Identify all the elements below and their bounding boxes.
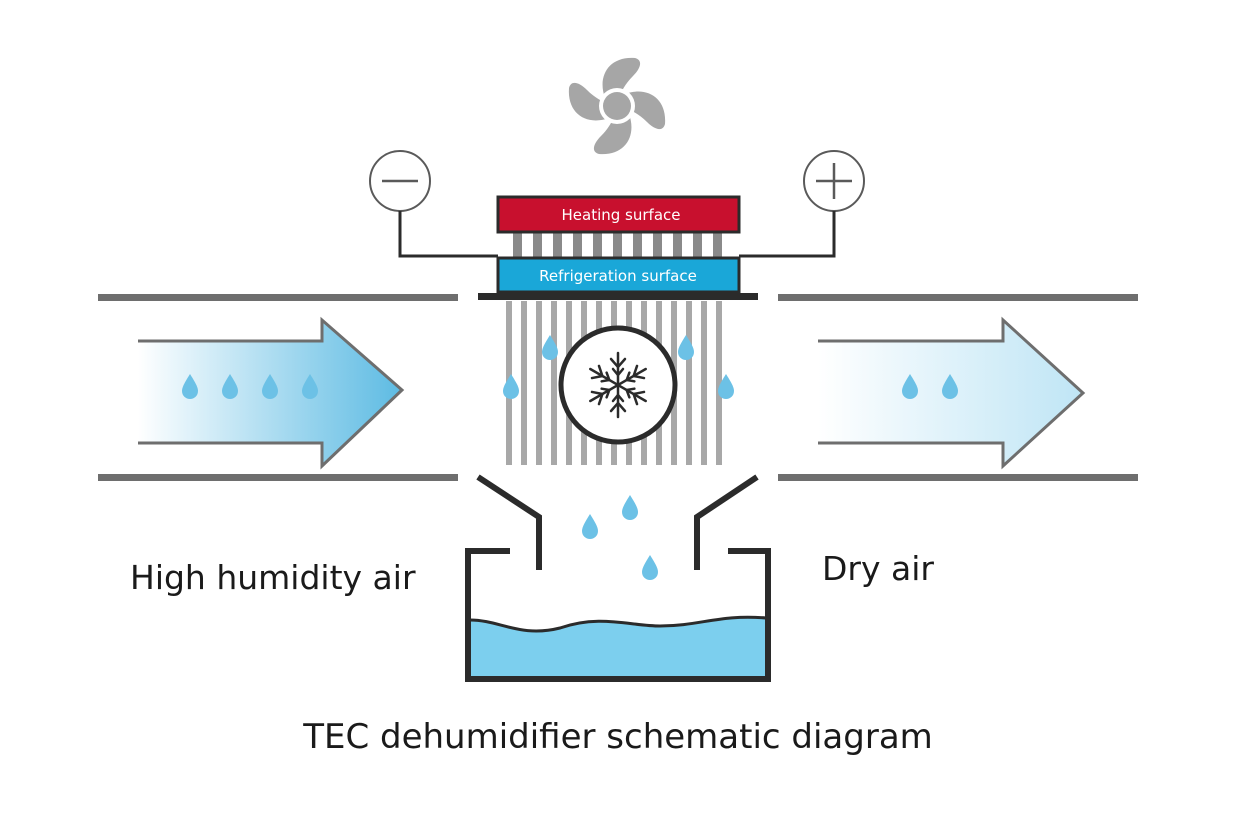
- duct-upper-right: [778, 294, 1138, 301]
- positive-wire: [739, 211, 836, 258]
- water-level: [470, 617, 766, 677]
- duct-lower-left: [98, 474, 458, 481]
- cold-plate: [478, 293, 758, 300]
- duct-upper-left: [98, 294, 458, 301]
- falling-droplets: [582, 495, 658, 580]
- duct-lower-right: [778, 474, 1138, 481]
- plus-terminal-icon: [803, 150, 865, 212]
- funnel-right: [694, 474, 759, 570]
- water-tank: [465, 548, 771, 682]
- fan-icon: [568, 57, 666, 155]
- heating-surface: [496, 195, 741, 234]
- inlet-label: High humidity air: [130, 558, 416, 597]
- snowflake-icon: [558, 325, 678, 445]
- heatsink-fins-upper: [513, 233, 722, 257]
- outlet-label: Dry air: [822, 549, 934, 588]
- funnel-left: [476, 474, 542, 570]
- refrigeration-surface: [496, 256, 741, 294]
- negative-wire: [398, 211, 498, 258]
- outlet-airflow-arrow: [818, 316, 1086, 470]
- inlet-airflow-arrow: [138, 316, 405, 470]
- diagram-caption: TEC dehumidifier schematic diagram: [302, 717, 933, 757]
- refrigeration-surface-label: Refrigeration surface: [539, 267, 697, 285]
- heating-surface-label: Heating surface: [562, 206, 681, 224]
- water-surface: [469, 615, 767, 633]
- minus-terminal-icon: [369, 150, 431, 212]
